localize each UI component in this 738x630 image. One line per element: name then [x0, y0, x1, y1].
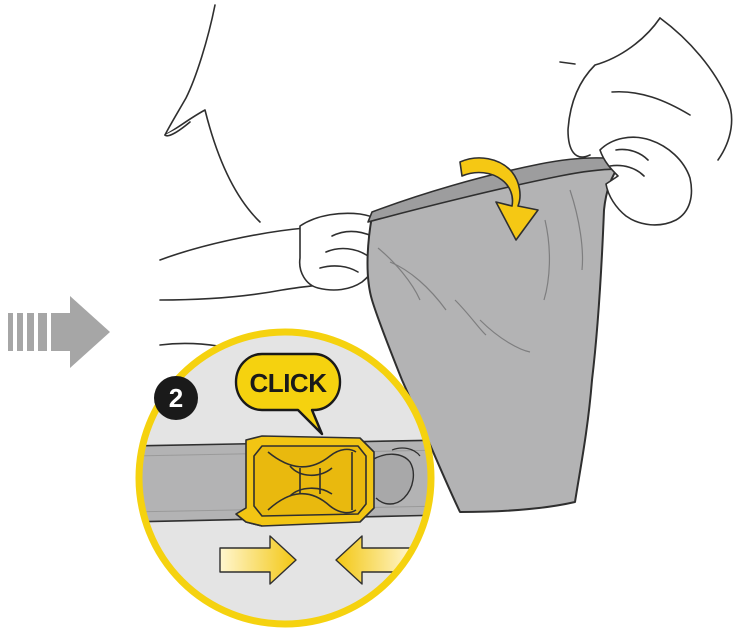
click-label: CLICK: [250, 368, 328, 398]
person-figure: [159, 4, 733, 361]
click-callout-bubble: CLICK: [234, 352, 342, 436]
right-hand: [599, 136, 693, 226]
buckle-icon: [235, 435, 375, 527]
dry-bag: [366, 157, 631, 513]
step-number-badge: 2: [154, 376, 198, 420]
step-number: 2: [169, 383, 183, 413]
curved-down-arrow-icon: [459, 157, 539, 241]
next-step-arrow-icon: [8, 296, 110, 368]
right-pointing-arrow-icon: [219, 535, 297, 585]
